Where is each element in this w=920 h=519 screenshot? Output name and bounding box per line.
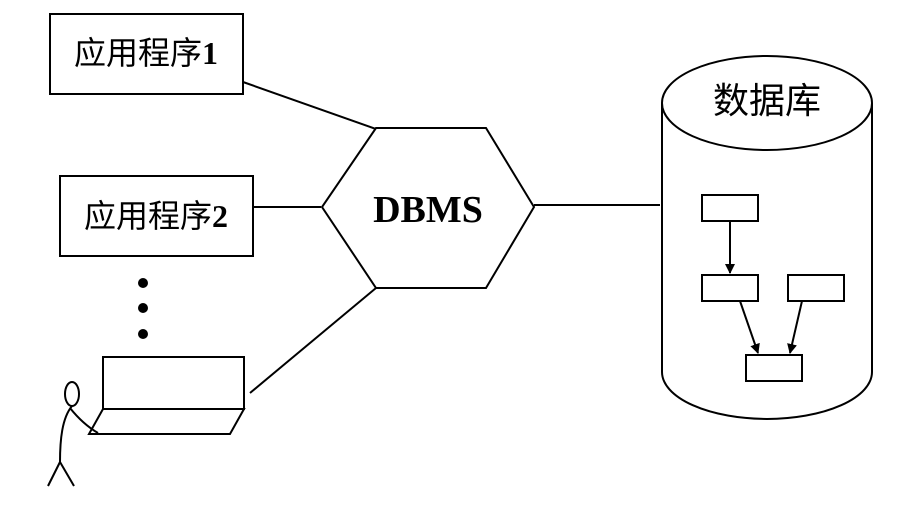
db-record-top (701, 194, 759, 222)
laptop-screen (102, 356, 245, 410)
db-record-bottom (745, 354, 803, 382)
dbms-label: DBMS (373, 189, 483, 231)
ellipsis-dot (138, 303, 148, 313)
app1-node: 应用程序1 (49, 13, 244, 95)
app1-label: 应用程序1 (74, 34, 218, 72)
dbms-hexagon (320, 127, 536, 289)
database-node: 数据库 (661, 55, 873, 420)
db-arrow-right-to-bottom (787, 300, 803, 354)
app2-node: 应用程序2 (59, 175, 254, 257)
db-arrow-left-to-bottom (739, 300, 760, 354)
laptop-base (87, 408, 246, 435)
ellipsis-dot (138, 329, 148, 339)
dbms-node: DBMS (320, 127, 536, 289)
db-record-middle-left (701, 274, 759, 302)
database-cylinder-top (661, 55, 873, 151)
link-user-dbms (249, 287, 377, 394)
database-cylinder-body (661, 103, 873, 420)
link-app1-dbms (242, 81, 377, 130)
person-leg-right-icon (59, 461, 75, 487)
person-body-icon (59, 405, 73, 463)
app2-label: 应用程序2 (84, 197, 228, 235)
person-head-icon (64, 381, 80, 407)
app2-box (59, 175, 254, 257)
user-terminal (47, 356, 246, 487)
ellipsis-dot (138, 278, 148, 288)
app2-label-text: 应用程序 (84, 197, 212, 235)
ellipsis-dots (138, 278, 148, 339)
db-record-middle-right (787, 274, 845, 302)
database-label: 数据库 (713, 81, 821, 122)
app1-box (49, 13, 244, 95)
app2-label-number: 2 (212, 198, 228, 234)
person-leg-left-icon (47, 461, 61, 487)
app1-label-number: 1 (202, 35, 218, 71)
app1-label-text: 应用程序 (74, 34, 202, 72)
person-arm-icon (69, 407, 99, 434)
